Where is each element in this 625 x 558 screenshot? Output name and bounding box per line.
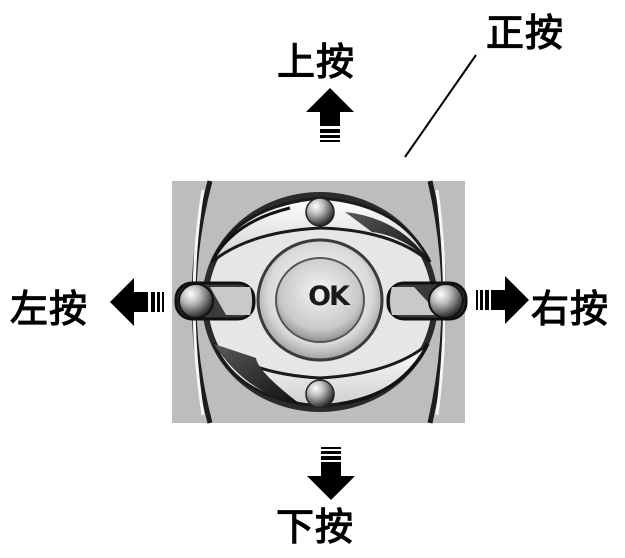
ok-button[interactable]	[256, 238, 384, 362]
up-button-ball	[305, 197, 335, 227]
down-button[interactable]	[212, 342, 430, 408]
left-arrow-icon	[110, 278, 164, 326]
up-arrow-icon	[306, 88, 354, 142]
up-button[interactable]	[210, 196, 432, 264]
right-button[interactable]	[386, 281, 468, 321]
down-button-ball	[305, 379, 335, 409]
label-up: 上按	[277, 40, 356, 84]
press-leader-line	[404, 54, 477, 158]
label-left: 左按	[10, 287, 89, 331]
right-arrow-icon	[476, 276, 529, 324]
ok-button-label: OK	[308, 281, 350, 312]
label-down: 下按	[276, 505, 355, 549]
down-arrow-icon	[307, 447, 355, 500]
label-press: 正按	[486, 11, 565, 55]
left-button[interactable]	[174, 281, 256, 321]
label-right: 右按	[531, 287, 610, 331]
